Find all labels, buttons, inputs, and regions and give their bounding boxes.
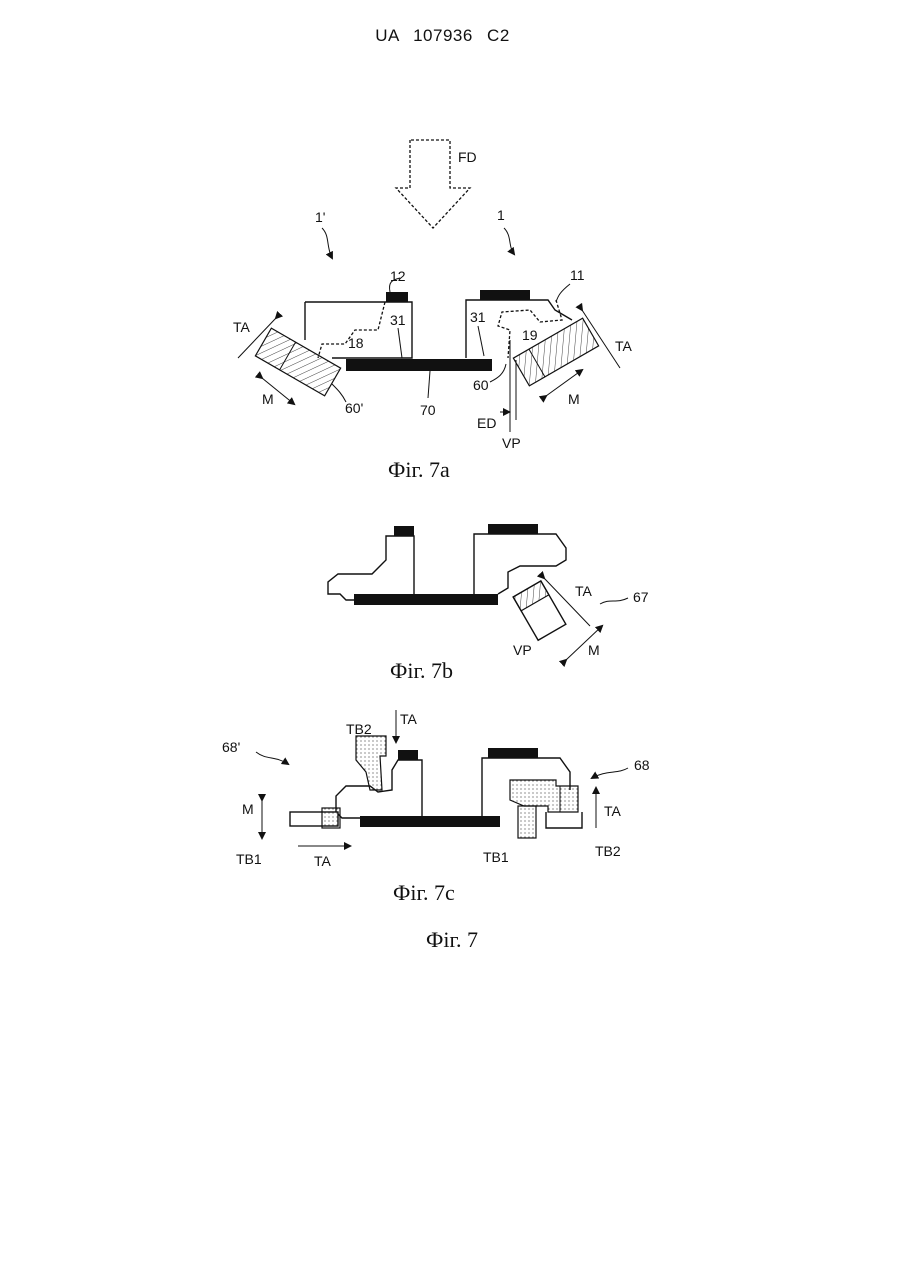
label-68-prime: 68' <box>222 739 240 755</box>
block-left-7c <box>398 750 418 760</box>
tool-tb2-left <box>356 736 386 790</box>
label-68: 68 <box>634 757 650 773</box>
leader-11 <box>556 284 570 302</box>
part-1-top-block <box>480 290 530 300</box>
figure-7b: TA 67 VP M Фіг. 7b <box>328 524 649 683</box>
label-ed: ED <box>477 415 496 431</box>
tool-tb1-left-end <box>322 808 340 828</box>
label-31-left: 31 <box>390 312 406 328</box>
plate-7c <box>360 816 500 827</box>
part-left-7b <box>328 536 414 600</box>
label-tb1-right: TB1 <box>483 849 509 865</box>
caption-fig-7a: Фіг. 7a <box>388 457 450 482</box>
pointer-68 <box>592 768 628 778</box>
label-67: 67 <box>633 589 649 605</box>
label-fd: FD <box>458 149 477 165</box>
leader-31-left <box>398 328 402 358</box>
label-18: 18 <box>348 335 364 351</box>
part-1-prime-top-block <box>386 292 408 302</box>
label-12: 12 <box>390 268 406 284</box>
label-tb2-right: TB2 <box>595 843 621 859</box>
label-11: 11 <box>570 267 585 283</box>
caption-fig-7: Фіг. 7 <box>426 927 478 952</box>
label-m-left: M <box>262 391 274 407</box>
pointer-1 <box>504 228 514 254</box>
label-m-7c: M <box>242 801 254 817</box>
label-tb2-left: TB2 <box>346 721 372 737</box>
plate-7b <box>354 594 498 605</box>
pointer-68-prime <box>256 752 288 764</box>
pointer-67 <box>600 598 628 604</box>
label-tb1-left: TB1 <box>236 851 262 867</box>
label-60: 60 <box>473 377 489 393</box>
label-60-prime: 60' <box>345 400 363 416</box>
pointer-1-prime <box>322 228 332 258</box>
label-ta-7b: TA <box>575 583 593 599</box>
tool-tb2-right <box>546 812 582 828</box>
figure-7a: FD 1' 1 12 31 18 TA M 60' 70 <box>233 140 633 482</box>
tool-tb1-right <box>518 806 536 838</box>
caption-fig-7c: Фіг. 7c <box>393 880 455 905</box>
tool-7b <box>513 581 566 640</box>
block-left-7b <box>394 526 414 536</box>
label-vp-7b: VP <box>513 642 532 658</box>
tool-left-7a <box>255 328 340 396</box>
leader-60 <box>490 364 506 382</box>
part-right-7b <box>474 534 566 594</box>
label-ta-left: TA <box>233 319 251 335</box>
label-ta-bottom: TA <box>314 853 332 869</box>
label-19: 19 <box>522 327 538 343</box>
leader-31-right <box>478 326 484 356</box>
label-1-prime: 1' <box>315 209 325 225</box>
label-vp: VP <box>502 435 521 451</box>
label-ta-right-7c: TA <box>604 803 622 819</box>
leader-60-prime <box>332 384 346 402</box>
label-31-right: 31 <box>470 309 486 325</box>
label-ta-top: TA <box>400 711 418 727</box>
leader-70 <box>428 371 430 398</box>
label-70: 70 <box>420 402 436 418</box>
label-m-7b: M <box>588 642 600 658</box>
label-ta-right: TA <box>615 338 633 354</box>
block-right-7c <box>488 748 538 758</box>
label-m-right: M <box>568 391 580 407</box>
plate-70 <box>346 359 492 371</box>
caption-fig-7b: Фіг. 7b <box>390 658 453 683</box>
block-right-7b <box>488 524 538 534</box>
label-1: 1 <box>497 207 505 223</box>
figure-7c: TB2 TA 68' M TB1 TA TB1 TB2 TA 68 Фіг. 7… <box>222 710 650 905</box>
